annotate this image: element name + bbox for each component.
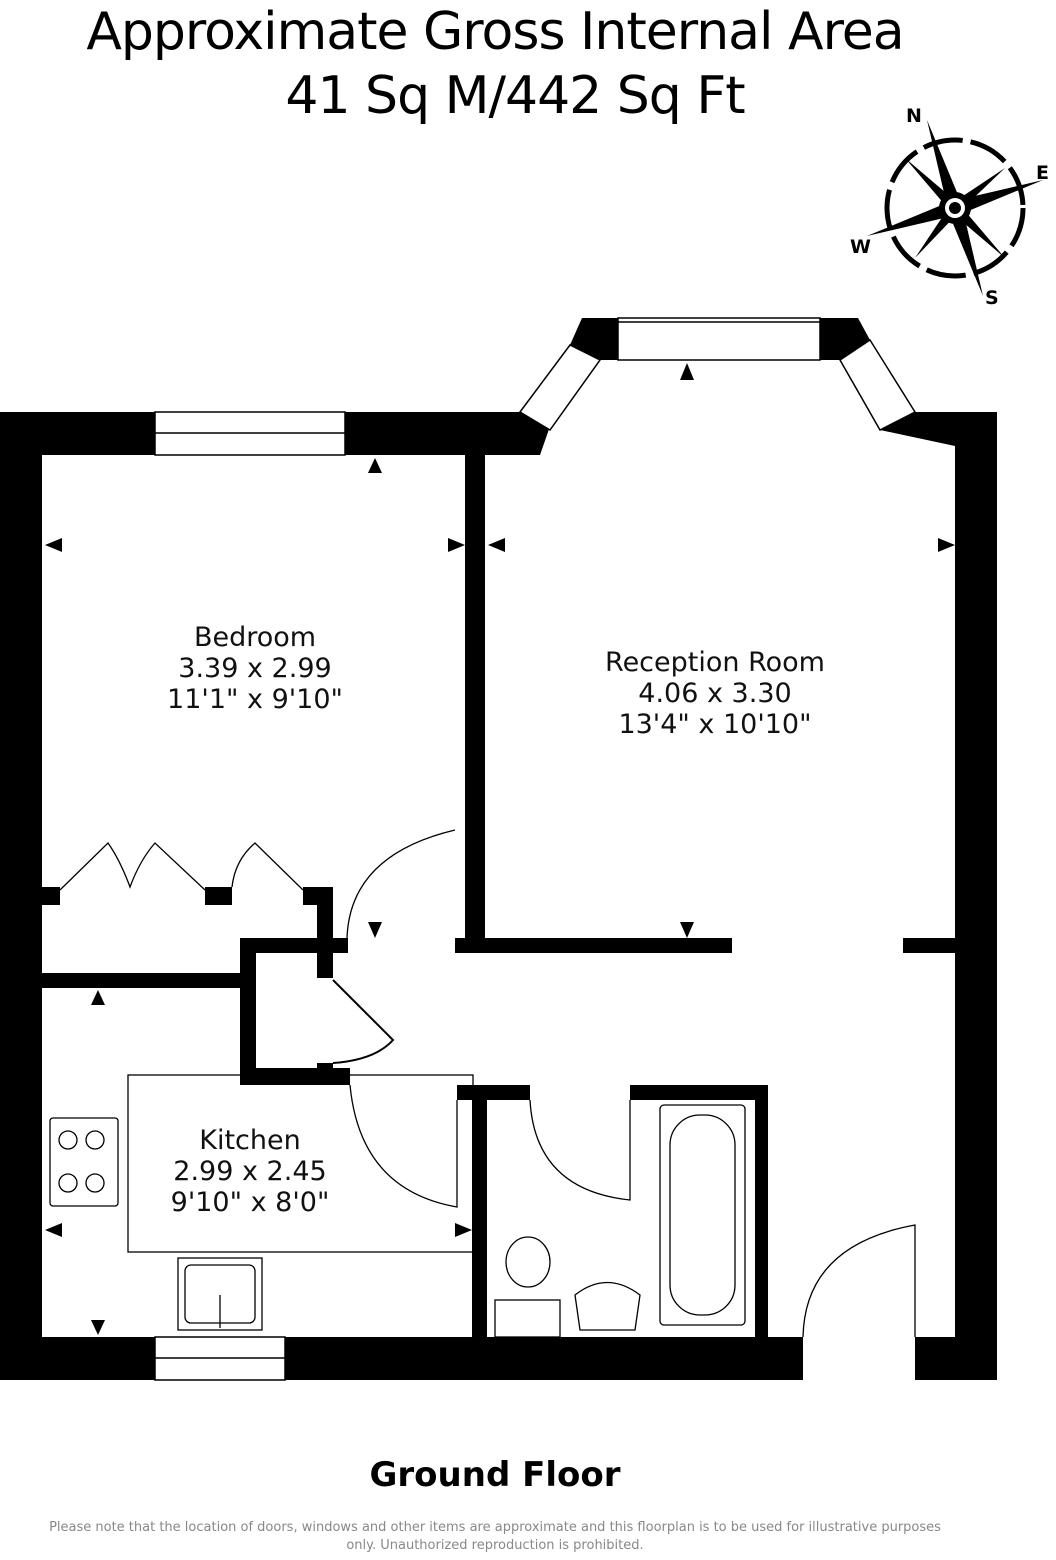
room-name: Kitchen [199, 1125, 301, 1156]
title-size: 41 Sq M/442 Sq Ft [285, 66, 745, 126]
title-area: Approximate Gross Internal Area [86, 2, 904, 62]
disclaimer: Please note that the location of doors, … [49, 1520, 941, 1553]
room-imperial: 13'4" x 10'10" [618, 709, 812, 740]
room-kitchen: Kitchen 2.99 x 2.45 9'10" x 8'0" [140, 1125, 360, 1218]
room-name: Bedroom [193, 622, 317, 653]
room-imperial: 11'1" x 9'10" [167, 684, 343, 715]
compass-north: N [906, 105, 922, 127]
compass-icon [867, 120, 1043, 296]
windows [154, 317, 917, 1381]
room-imperial: 9'10" x 8'0" [170, 1187, 330, 1218]
room-metric: 4.06 x 3.30 [638, 678, 792, 709]
room-metric: 3.39 x 2.99 [178, 653, 332, 684]
floor-label: Ground Floor [369, 1455, 621, 1495]
compass-west: W [850, 236, 871, 258]
room-name: Reception Room [605, 647, 825, 678]
room-reception: Reception Room 4.06 x 3.30 13'4" x 10'10… [570, 647, 860, 740]
dimension-arrows [45, 363, 955, 1335]
room-metric: 2.99 x 2.45 [173, 1156, 327, 1187]
compass-east: E [1036, 162, 1049, 184]
doors [49, 829, 916, 1338]
room-bedroom: Bedroom 3.39 x 2.99 11'1" x 9'10" [130, 622, 380, 715]
compass-south: S [985, 287, 999, 309]
